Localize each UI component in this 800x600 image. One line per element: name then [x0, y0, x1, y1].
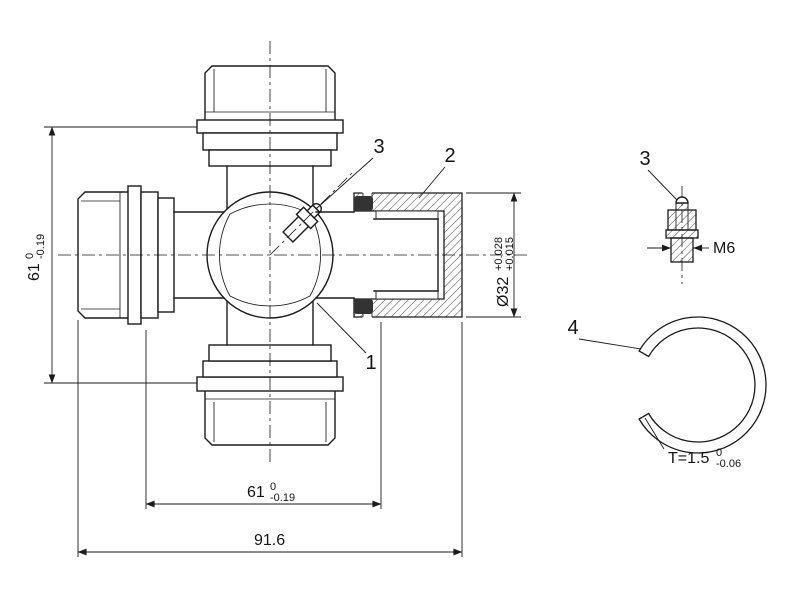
dim-overall-width: 91.6 [77, 320, 463, 557]
dim-bore-tol-lower: +0.015 [504, 237, 516, 271]
balloon-4: 4 [567, 317, 578, 339]
balloon-2: 2 [444, 145, 455, 167]
balloon-3-detail: 3 [639, 148, 650, 170]
dim-width61-value: 61 [247, 484, 265, 501]
snap-ring [638, 316, 767, 454]
dim-thread-m6: M6 [647, 240, 735, 257]
grease-fitting-detail: 3 M6 [639, 148, 735, 284]
dim-thickness-value: T=1.5 [668, 450, 709, 467]
dim-height-tol-upper: 0 [24, 253, 36, 259]
snap-ring-detail: 4 T=1.5 0 -0.06 [567, 316, 767, 470]
dim-cup-diameter: Ø32 +0.028 +0.015 [466, 192, 521, 318]
dim-height-61: 61 0 -0.19 [24, 126, 197, 384]
needle-rollers-top [375, 210, 439, 220]
balloon-1: 1 [365, 352, 376, 374]
main-view-cross [58, 41, 531, 463]
dim-width61-tol-lower: -0.19 [270, 492, 295, 504]
cup-seal-top [354, 196, 373, 211]
dim-width-61: 61 0 -0.19 [145, 322, 382, 509]
sectioned-cup-assembly [315, 192, 463, 318]
centerlines [58, 41, 531, 463]
needle-rollers-bottom [375, 290, 439, 300]
dim-bore-tol-upper: +0.028 [493, 237, 505, 271]
dim-thickness-tol-upper: 0 [716, 447, 722, 459]
dim-overall-value: 91.6 [254, 532, 285, 549]
balloon-labels: 3 2 1 [315, 136, 456, 374]
dim-height-value: 61 [26, 263, 43, 281]
cup-seal-bottom [354, 299, 373, 314]
balloon-3: 3 [373, 136, 384, 158]
dim-bore-value: Ø32 [495, 277, 512, 307]
dim-thread-value: M6 [713, 240, 735, 257]
dim-ring-thickness: T=1.5 0 -0.06 [668, 447, 741, 470]
dim-width61-tol-upper: 0 [270, 481, 276, 493]
dim-thickness-tol-lower: -0.06 [716, 458, 741, 470]
dim-height-tol-lower: -0.19 [35, 234, 47, 259]
